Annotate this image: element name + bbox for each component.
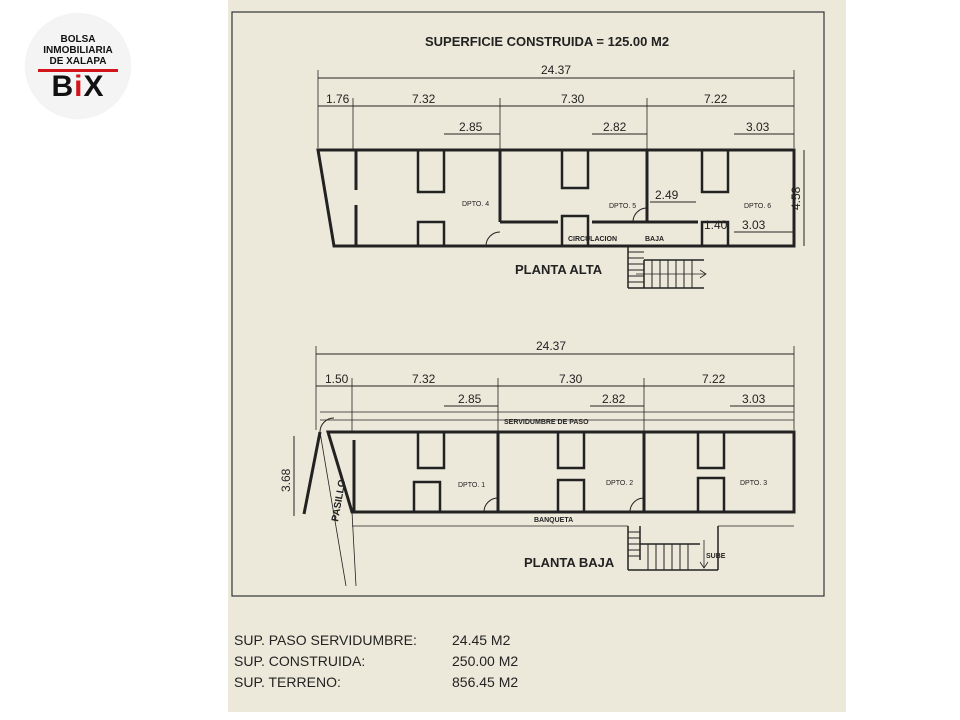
logo-line-xalapa: DE XALAPA [49, 56, 107, 67]
lower-bath-1 [416, 430, 446, 470]
summary-row-built: SUP. CONSTRUIDA: 250.00 M2 [234, 653, 534, 674]
logo-line-bolsa: BOLSA [60, 34, 96, 45]
lower-kitchen-2 [556, 478, 586, 514]
upper-bath-4 [416, 148, 446, 194]
summary-label-land: SUP. TERRENO: [234, 674, 341, 690]
lower-bath-2 [556, 430, 586, 470]
upper-door-4 [485, 231, 501, 247]
upper-kitchen-5 [560, 214, 590, 248]
summary-value-land: 856.45 M2 [452, 674, 519, 690]
lower-kitchen-1 [412, 480, 442, 514]
upper-circulation: CIRCULACION [568, 236, 617, 243]
lower-sub-2: 2.82 [602, 392, 626, 406]
upper-outline [316, 148, 796, 248]
lower-outline [325, 430, 796, 514]
upper-down-label: BAJA [645, 236, 664, 243]
lower-up-label: SUBE [706, 553, 726, 560]
lower-unit-1: DPTO. 1 [458, 482, 485, 489]
upper-seg-1: 1.76 [326, 92, 350, 106]
upper-stairs [627, 246, 707, 289]
logo-line-inmobiliaria: INMOBILIARIA [43, 45, 113, 56]
corridor-edge-left [319, 431, 347, 587]
lower-seg-1: 1.50 [325, 372, 349, 386]
lower-unit-3: DPTO. 3 [740, 480, 767, 487]
logo-red-bar [38, 69, 118, 72]
upper-plan: 24.37 1.76 7.32 7.30 7.22 2.85 2.82 3.03 [316, 63, 805, 289]
upper-door-5 [632, 207, 648, 223]
lower-sub-1: 2.85 [458, 392, 482, 406]
summary-value-easement: 24.45 M2 [452, 632, 511, 648]
lower-kitchen-3 [696, 476, 726, 514]
upper-seg-4: 7.22 [704, 92, 728, 106]
upper-depth: 4.58 [789, 186, 803, 210]
area-summary: SUP. PASO SERVIDUMBRE: 24.45 M2 SUP. CON… [234, 632, 534, 695]
lower-sub-3: 3.03 [742, 392, 766, 406]
upper-sub-2: 2.82 [603, 120, 627, 134]
upper-sub-3: 3.03 [746, 120, 770, 134]
lower-sidewalk: BANQUETA [534, 517, 573, 524]
upper-sub-1: 2.85 [459, 120, 483, 134]
lower-seg-4: 7.22 [702, 372, 726, 386]
upper-inner-3: 3.03 [742, 218, 766, 232]
bix-logo: BOLSA INMOBILIARIA DE XALAPA BiX [26, 14, 130, 118]
upper-seg-3: 7.30 [561, 92, 585, 106]
lower-depth: 3.68 [279, 468, 293, 492]
upper-plan-title: PLANTA ALTA [515, 262, 603, 277]
lower-plan: 24.37 1.50 7.32 7.30 7.22 2.85 2.82 3.03… [279, 339, 796, 587]
upper-inner-2: 1.40 [704, 218, 728, 232]
floor-plan-sheet: SUPERFICIE CONSTRUIDA = 125.00 M2 24.37 … [228, 0, 846, 712]
lower-door-2 [629, 497, 645, 513]
drawing-frame [231, 11, 825, 597]
lower-unit-2: DPTO. 2 [606, 480, 633, 487]
header-title: SUPERFICIE CONSTRUIDA = 125.00 M2 [425, 34, 669, 49]
upper-bath-6 [700, 148, 730, 194]
upper-kitchen-6 [700, 220, 730, 248]
lower-corridor: PASILLO [330, 478, 348, 522]
lower-door-1 [483, 497, 499, 513]
lower-bath-3 [696, 430, 726, 470]
corridor-door [319, 417, 335, 433]
summary-value-built: 250.00 M2 [452, 653, 519, 669]
upper-bath-5 [560, 148, 590, 190]
floor-plan-drawing: SUPERFICIE CONSTRUIDA = 125.00 M2 24.37 … [231, 11, 825, 597]
lower-stairs [627, 526, 719, 571]
upper-kitchen-4 [416, 220, 446, 248]
logo-mark: BiX [51, 70, 105, 103]
upper-unit-6: DPTO. 6 [744, 203, 771, 210]
upper-unit-5: DPTO. 5 [609, 203, 636, 210]
upper-unit-4: DPTO. 4 [462, 201, 489, 208]
summary-label-built: SUP. CONSTRUIDA: [234, 653, 366, 669]
summary-row-land: SUP. TERRENO: 856.45 M2 [234, 674, 534, 695]
summary-label-easement: SUP. PASO SERVIDUMBRE: [234, 632, 417, 648]
lower-total-dim: 24.37 [536, 339, 566, 353]
lower-seg-2: 7.32 [412, 372, 436, 386]
upper-seg-2: 7.32 [412, 92, 436, 106]
upper-total-dim: 24.37 [541, 63, 571, 77]
upper-inner-1: 2.49 [655, 188, 679, 202]
summary-row-easement: SUP. PASO SERVIDUMBRE: 24.45 M2 [234, 632, 534, 653]
corridor-wall [302, 431, 322, 515]
corridor-edge-right [351, 511, 357, 587]
lower-easement: SERVIDUMBRE DE PASO [504, 419, 589, 426]
lower-plan-title: PLANTA BAJA [524, 555, 615, 570]
lower-seg-3: 7.30 [559, 372, 583, 386]
